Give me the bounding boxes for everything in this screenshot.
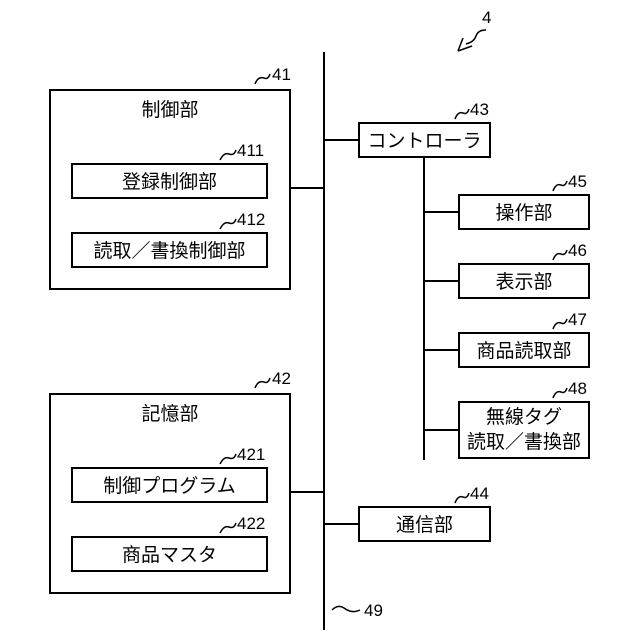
- storage-unit-title: 記憶部: [141, 403, 198, 425]
- product-master-ref: 422: [237, 514, 265, 533]
- storage-unit-ref-leader: [255, 378, 270, 388]
- communication-unit-block: 通信部 44: [359, 484, 490, 541]
- controller-label: コントローラ: [367, 130, 481, 152]
- product-reader-ref-leader: [553, 319, 567, 329]
- communication-unit-label: 通信部: [396, 514, 453, 536]
- display-unit-ref: 46: [568, 241, 587, 260]
- control-program-label: 制御プログラム: [103, 475, 235, 497]
- wireless-tag-rw-label-line1: 無線タグ: [486, 406, 562, 428]
- figure-arrow-head: [458, 38, 472, 51]
- bus-ref-label: 49: [364, 601, 383, 620]
- operation-unit-block: 操作部 45: [459, 172, 589, 229]
- control-unit-ref-leader: [255, 74, 270, 84]
- product-reader-block: 商品読取部 47: [459, 310, 589, 367]
- storage-unit-ref: 42: [272, 369, 291, 388]
- display-unit-label: 表示部: [495, 271, 552, 293]
- wireless-tag-rw-ref-leader: [553, 388, 567, 398]
- registration-control-ref: 411: [237, 141, 264, 160]
- control-program-ref: 421: [237, 445, 265, 464]
- controller-block: コントローラ 43: [359, 100, 490, 157]
- bus-ref-leader: [332, 606, 360, 611]
- communication-unit-ref: 44: [470, 484, 489, 503]
- wireless-tag-rw-block: 無線タグ 読取／書換部 48: [459, 379, 589, 458]
- control-unit-title: 制御部: [141, 99, 198, 121]
- control-unit-ref: 41: [272, 65, 291, 84]
- controller-ref-leader: [455, 109, 469, 119]
- operation-unit-ref: 45: [568, 172, 587, 191]
- product-reader-label: 商品読取部: [476, 340, 571, 362]
- display-unit-block: 表示部 46: [459, 241, 589, 298]
- product-master-label: 商品マスタ: [122, 544, 217, 566]
- figure-arrow-shaft: [466, 30, 486, 44]
- communication-unit-ref-leader: [455, 493, 469, 503]
- control-unit-block: 制御部 41 登録制御部 411 読取／書換制御部 412: [50, 65, 291, 289]
- figure-number: 4: [482, 8, 491, 27]
- storage-unit-block: 記憶部 42 制御プログラム 421 商品マスタ 422: [50, 369, 291, 593]
- registration-control-label: 登録制御部: [122, 171, 217, 193]
- wireless-tag-rw-ref: 48: [568, 379, 587, 398]
- read-rewrite-control-ref: 412: [237, 210, 265, 229]
- operation-unit-label: 操作部: [495, 202, 552, 224]
- product-reader-ref: 47: [568, 310, 587, 329]
- read-rewrite-control-label: 読取／書換制御部: [93, 240, 245, 262]
- display-unit-ref-leader: [553, 250, 567, 260]
- controller-ref: 43: [470, 100, 489, 119]
- wireless-tag-rw-label-line2: 読取／書換部: [467, 431, 581, 453]
- operation-unit-ref-leader: [553, 181, 567, 191]
